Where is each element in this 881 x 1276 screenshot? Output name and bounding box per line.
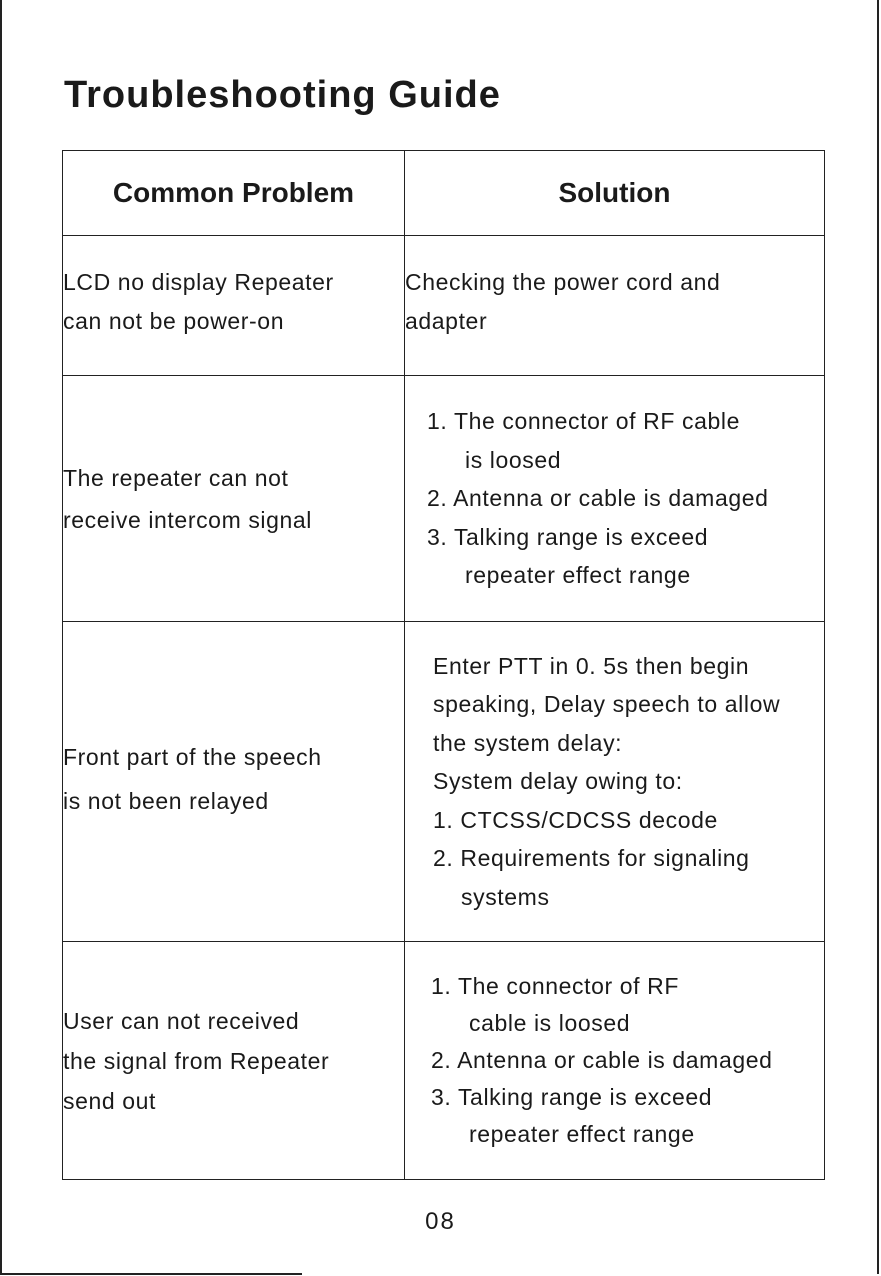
solution-line: Checking the power cord and: [405, 269, 721, 295]
problem-cell: User can not received the signal from Re…: [62, 941, 405, 1180]
solution-line: the system delay:: [433, 729, 623, 756]
column-header-problem: Common Problem: [62, 150, 405, 236]
problem-line: receive intercom signal: [63, 506, 313, 533]
solution-line: cable is loosed: [469, 1010, 631, 1036]
solution-line: 1. CTCSS/CDCSS decode: [433, 806, 718, 833]
troubleshooting-table: Common Problem Solution LCD no display R…: [62, 150, 825, 1180]
solution-line: Enter PTT in 0. 5s then begin: [433, 652, 750, 679]
problem-line: Front part of the speech: [63, 743, 322, 770]
solution-cell: Checking the power cord and adapter: [404, 235, 825, 376]
solution-cell: Enter PTT in 0. 5s then begin speaking, …: [404, 621, 825, 942]
solution-line: 2. Antenna or cable is damaged: [427, 485, 769, 512]
solution-line: 1. The connector of RF: [431, 973, 680, 999]
solution-line: systems: [461, 883, 550, 910]
solution-cell: 1. The connector of RF cable is loosed 2…: [404, 941, 825, 1180]
bottom-rule: [0, 1273, 302, 1275]
solution-line: 2. Antenna or cable is damaged: [431, 1047, 773, 1073]
problem-line: the signal from Repeater: [63, 1047, 330, 1074]
page-title: Troubleshooting Guide: [64, 74, 501, 116]
problem-cell: Front part of the speech is not been rel…: [62, 621, 405, 942]
problem-line: User can not received: [63, 1007, 300, 1034]
page-number: 08: [425, 1208, 456, 1235]
table-row: LCD no display Repeater can not be power…: [62, 235, 825, 376]
column-header-solution: Solution: [404, 150, 825, 236]
solution-line: repeater effect range: [465, 562, 691, 589]
problem-line: LCD no display Repeater: [63, 269, 334, 295]
problem-cell: LCD no display Repeater can not be power…: [62, 235, 405, 376]
table-row: Front part of the speech is not been rel…: [62, 621, 825, 942]
problem-line: send out: [63, 1087, 157, 1114]
problem-cell: The repeater can not receive intercom si…: [62, 375, 405, 622]
solution-line: repeater effect range: [469, 1121, 695, 1147]
table-row: The repeater can not receive intercom si…: [62, 375, 825, 622]
solution-line: adapter: [405, 307, 488, 334]
solution-line: 1. The connector of RF cable: [427, 408, 740, 435]
problem-line: is not been relayed: [63, 787, 269, 814]
solution-line: speaking, Delay speech to allow: [433, 691, 781, 718]
solution-line: 3. Talking range is exceed: [431, 1084, 713, 1110]
solution-cell: 1. The connector of RF cable is loosed 2…: [404, 375, 825, 622]
solution-line: 3. Talking range is exceed: [427, 523, 709, 550]
table-row: User can not received the signal from Re…: [62, 941, 825, 1180]
table-header-row: Common Problem Solution: [62, 150, 825, 236]
solution-line: 2. Requirements for signaling: [433, 845, 750, 872]
solution-line: is loosed: [465, 446, 562, 473]
solution-line: System delay owing to:: [433, 768, 683, 795]
problem-line: The repeater can not: [63, 464, 289, 491]
problem-line: can not be power-on: [63, 307, 285, 334]
